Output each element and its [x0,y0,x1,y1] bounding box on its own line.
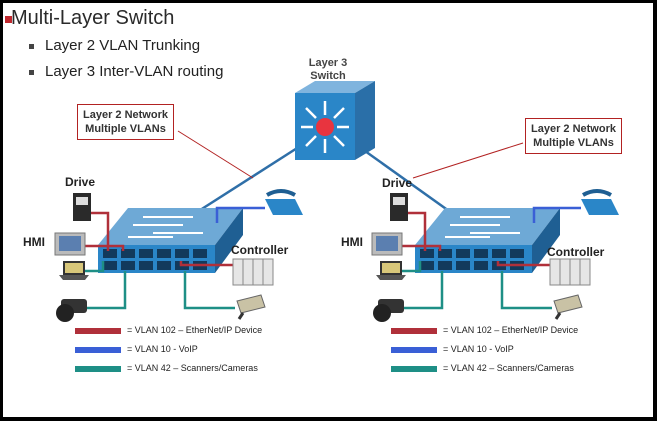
legend-right-swatch-red [391,328,437,334]
callout-pointer-left [177,130,254,179]
bullet-text: Layer 3 Inter-VLAN routing [45,63,224,80]
right-link-drive [408,211,427,251]
right-hmi-icon [371,232,403,256]
right-laptop-icon [376,261,406,280]
left-controller-icon [232,258,274,286]
right-ip-phone-icon [581,189,619,215]
left-controller-label: Controller [231,243,289,257]
legend-left-teal-text: = VLAN 42 – Scanners/Cameras [127,363,258,373]
left-laptop-icon [59,261,89,280]
right-controller-label: Controller [547,245,605,259]
bullet-dot-icon [29,69,34,75]
title-bullet-icon [5,16,12,23]
bullet-text: Layer 2 VLAN Trunking [45,37,201,54]
left-scanner-icon [236,294,266,320]
legend-left-red-text: = VLAN 102 – EtherNet/IP Device [127,325,263,335]
right-camera-icon [373,299,404,322]
right-drive-icon [390,193,408,221]
right-link-camera [402,271,444,310]
left-link-controller [179,261,235,267]
right-link-controller [496,261,552,267]
right-controller-icon [549,258,591,286]
legend-right-teal-text: = VLAN 42 – Scanners/Cameras [443,363,574,373]
left-link-phone [215,206,265,223]
right-hmi-label: HMI [341,235,363,249]
left-drive-icon [73,193,91,221]
right-scanner-icon [553,294,583,320]
right-drive-label: Drive [382,176,413,190]
left-link-laptop-top [83,261,105,273]
left-link-hmi [85,244,125,251]
legend-right-swatch-teal [391,366,437,372]
slide: Multi-Layer Switch Layer 2 VLAN Trunking… [3,3,653,417]
left-ip-phone-icon [265,189,303,215]
right-link-laptop-top [400,261,422,273]
callout-left: Layer 2 Network Multiple VLANs [77,104,174,140]
left-camera-icon [56,299,87,322]
slide-title: Multi-Layer Switch [5,7,175,30]
diagram-canvas [54,81,619,372]
slide-title-text: Multi-Layer Switch [11,7,175,29]
legend-left-blue-text: = VLAN 10 - VoIP [127,344,198,354]
callout-pointer-right [412,142,524,179]
legend-left-swatch-blue [75,347,121,353]
layer3-switch-icon [295,81,375,160]
legend-left-swatch-red [75,328,121,334]
left-link-camera [85,271,127,310]
layer3-switch-label: Layer 3 Switch [308,57,348,82]
left-access-switch-icon [98,208,243,273]
right-access-switch-icon [415,208,560,273]
left-link-drive [91,211,110,251]
callout-right: Layer 2 Network Multiple VLANs [525,118,622,154]
left-drive-label: Drive [65,175,96,189]
right-link-hmi [402,244,442,251]
bullet-item: Layer 2 VLAN Trunking [29,37,200,54]
legend-right-swatch-blue [391,347,437,353]
legend-right-red-text: = VLAN 102 – EtherNet/IP Device [443,325,579,335]
legend-right-blue-text: = VLAN 10 - VoIP [443,344,514,354]
left-hmi-icon [54,232,86,256]
bullet-item: Layer 3 Inter-VLAN routing [29,63,223,80]
left-link-scanner [183,271,235,310]
legend-left-swatch-teal [75,366,121,372]
right-link-scanner [500,271,552,310]
bullet-dot-icon [29,43,34,49]
right-link-phone [532,206,581,223]
left-hmi-label: HMI [23,235,45,249]
